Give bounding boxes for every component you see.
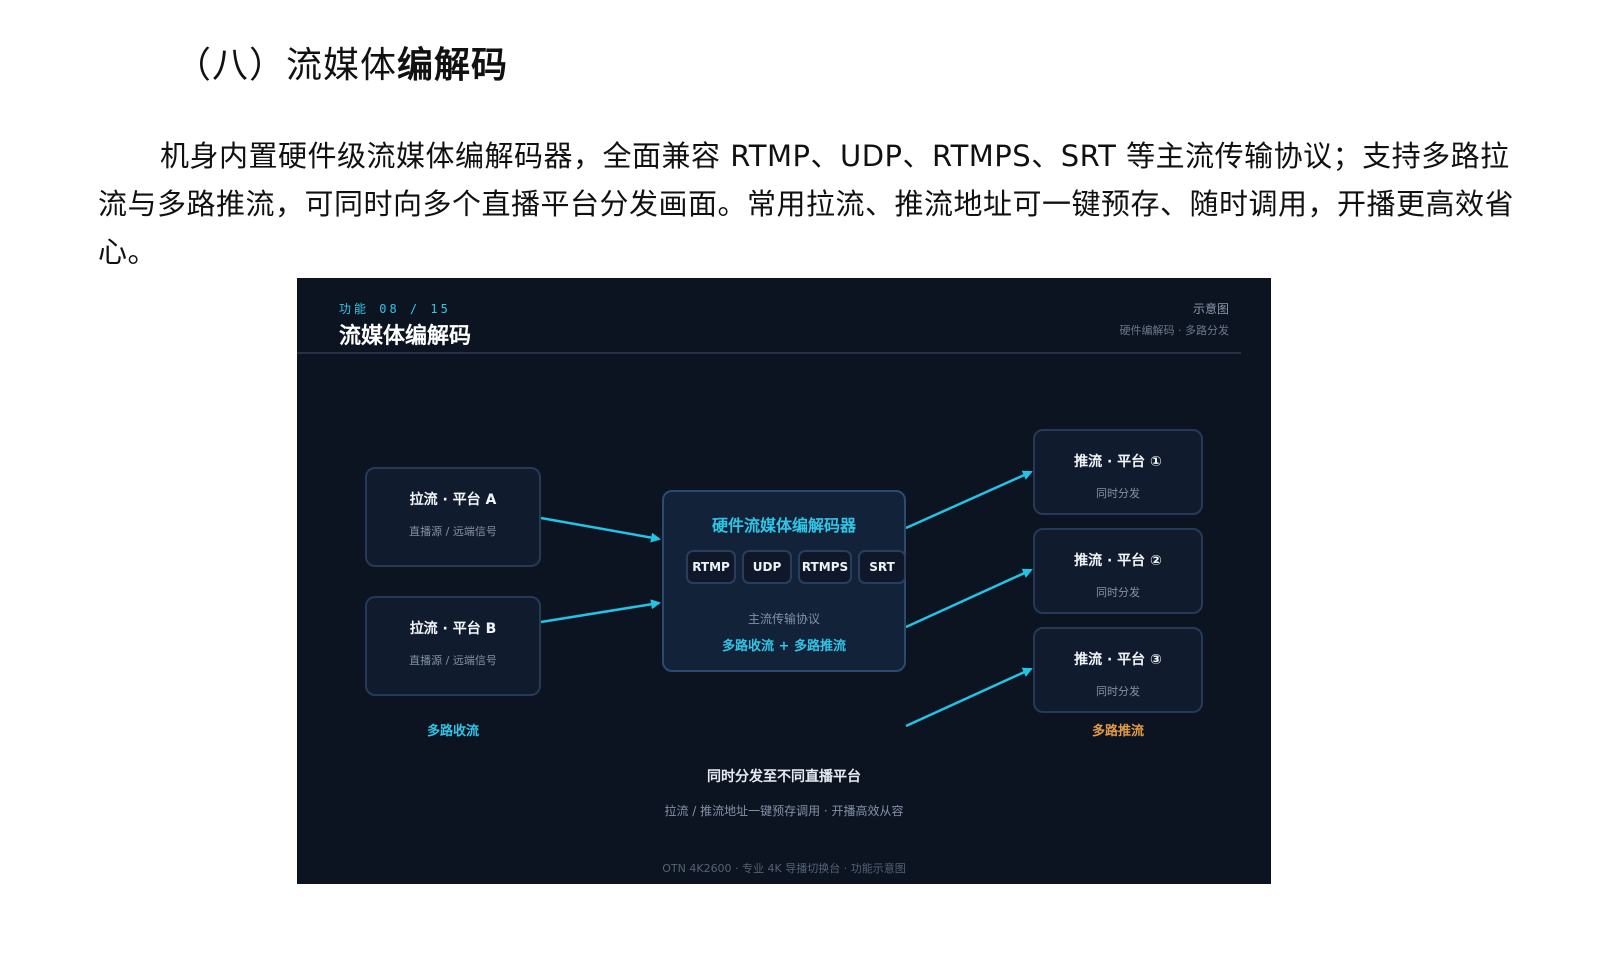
arrow-target-2 [905,568,1033,629]
encoder-caption: 主流传输协议 [747,612,820,626]
arrow-source-b [540,599,661,624]
figure-credit: OTN 4K2600 · 专业 4K 导播切换台 · 功能示意图 [662,862,906,875]
figure-tag: 示意图 [1192,302,1229,316]
source-node-title: 拉流 · 平台 A [409,492,497,508]
sources-label: 多路收流 [426,724,479,739]
source-node-b: 拉流 · 平台 B 直播源 / 远端信号 [365,596,541,696]
target-node-title: 推流 · 平台 ② [1074,553,1162,569]
section-title-plain: 流媒体 [286,45,398,86]
arrow-target-1 [905,470,1033,530]
target-node-subtitle: 同时分发 [1096,487,1140,500]
source-node-subtitle: 直播源 / 远端信号 [409,525,497,538]
target-node-1: 推流 · 平台 ① 同时分发 [1033,429,1203,515]
protocol-chip-rtmps: RTMPS [798,550,852,584]
source-node-title: 拉流 · 平台 B [409,621,497,637]
target-node-2: 推流 · 平台 ② 同时分发 [1033,528,1203,614]
arrow-source-a [540,516,661,543]
figure-footer-main: 同时分发至不同直播平台 [707,769,861,785]
figure-subtag: 硬件编解码 · 多路分发 [1119,324,1230,337]
section-heading: （八）流媒体编解码 [175,36,508,88]
arrow-target-3 [905,667,1033,728]
targets-label: 多路推流 [1091,724,1144,739]
target-node-subtitle: 同时分发 [1096,586,1140,599]
target-node-title: 推流 · 平台 ① [1074,454,1162,470]
encoder-title: 硬件流媒体编解码器 [711,516,856,535]
figure-kicker: 功能 08 / 15 [339,302,451,316]
source-node-subtitle: 直播源 / 远端信号 [409,654,497,667]
encoder-flow: 多路收流 + 多路推流 [722,639,846,654]
streaming-diagram-figure: 功能 08 / 15 流媒体编解码 示意图 硬件编解码 · 多路分发 拉流 · … [297,278,1271,884]
protocol-chip-udp: UDP [742,550,792,584]
protocol-chip-srt: SRT [858,550,906,584]
target-node-3: 推流 · 平台 ③ 同时分发 [1033,627,1203,713]
flow-arrows [540,470,1033,728]
section-number: （八） [175,45,287,86]
target-node-title: 推流 · 平台 ③ [1074,652,1162,668]
section-title-bold: 编解码 [397,45,509,86]
figure-title: 流媒体编解码 [339,324,472,349]
figure-footer-sub: 拉流 / 推流地址一键预存调用 · 开播高效从容 [664,804,904,818]
target-node-subtitle: 同时分发 [1096,685,1140,698]
source-node-a: 拉流 · 平台 A 直播源 / 远端信号 [365,467,541,567]
figure-divider [297,352,1241,354]
encoder-box: 硬件流媒体编解码器 RTMP UDP RTMPS SRT 主流传输协议 多路收流… [662,490,906,672]
protocol-chip-rtmp: RTMP [686,550,736,584]
body-paragraph: 机身内置硬件级流媒体编解码器，全面兼容 RTMP、UDP、RTMPS、SRT 等… [98,139,1515,269]
